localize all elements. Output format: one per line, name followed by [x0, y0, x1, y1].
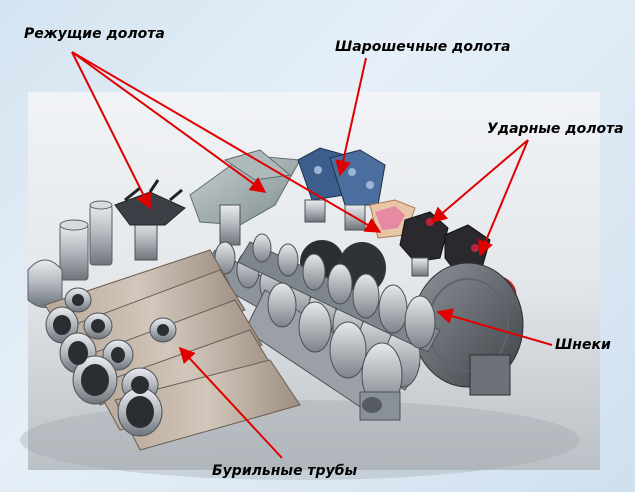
- cutting-bit-large: [189, 149, 301, 246]
- label-impact-bits: Ударные долота: [487, 121, 624, 137]
- label-roller-bits: Шарошечные долота: [335, 39, 511, 55]
- arrow-impact-1: [430, 139, 529, 224]
- arrow-impact-2: [478, 139, 529, 257]
- auger-disks: [300, 240, 524, 396]
- drill-pipes: [44, 249, 301, 451]
- arrow-roller: [335, 57, 367, 177]
- arrow-cutting-2: [71, 51, 267, 193]
- arrow-cutting-3: [71, 51, 382, 233]
- label-cutting-bits: Режущие долота: [24, 26, 165, 42]
- arrow-augers: [436, 308, 553, 346]
- label-augers: Шнеки: [555, 337, 611, 353]
- impact-bits: [399, 211, 491, 286]
- equipment-photo: [20, 51, 600, 480]
- pointer-arrows: [71, 51, 553, 459]
- arrow-cutting-1: [71, 51, 151, 210]
- arrow-pipes: [178, 346, 283, 459]
- label-drill-pipes: Бурильные трубы: [212, 463, 358, 479]
- cutting-bit-small: [114, 179, 186, 261]
- pipe-couplings: [27, 200, 113, 308]
- augers: [199, 233, 441, 421]
